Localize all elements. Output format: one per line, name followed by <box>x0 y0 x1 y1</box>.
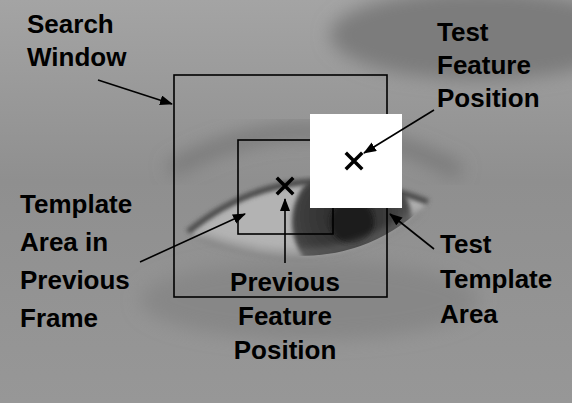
callout-label: Test Feature Position <box>437 16 562 115</box>
test-feature-cross <box>347 154 361 168</box>
callout-label: Previous Feature Position <box>222 265 348 367</box>
leader-arrow <box>140 214 245 262</box>
callout-label: Test Template Area <box>440 227 565 332</box>
callout-label: Search Window <box>27 8 157 74</box>
previous-feature-cross <box>278 179 292 193</box>
callout-label: Template Area in Previous Frame <box>20 185 155 337</box>
leader-arrow <box>284 199 286 263</box>
test-template-square <box>310 114 402 208</box>
leader-arrow <box>98 80 172 104</box>
leader-arrow <box>364 110 434 153</box>
leader-arrow <box>390 214 434 249</box>
